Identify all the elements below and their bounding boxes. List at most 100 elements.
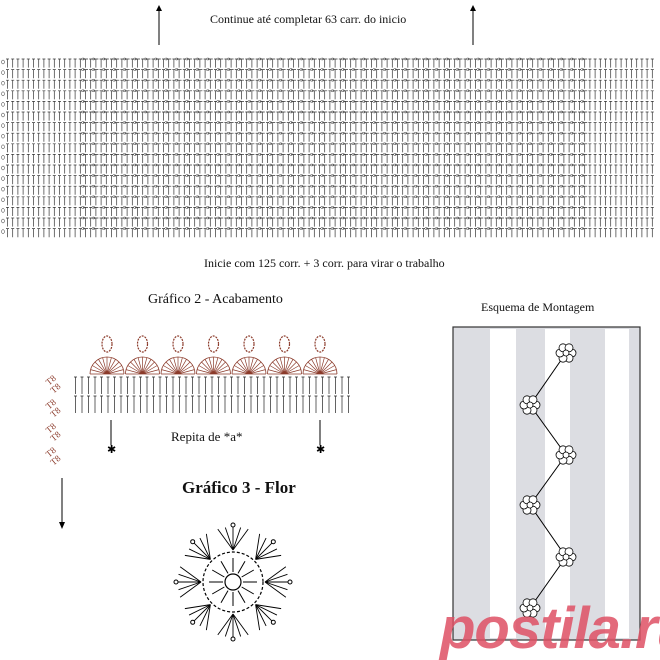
chain-stitch (320, 78, 325, 82)
chain-stitch (133, 142, 137, 146)
chain-stitch (185, 121, 189, 124)
chain-stitch (424, 121, 429, 124)
chain-stitch (91, 68, 96, 71)
chain-stitch (330, 184, 335, 188)
chain-stitch (507, 216, 512, 220)
stitch-row (6, 164, 654, 174)
chain-stitch (257, 68, 262, 71)
chain-stitch (309, 153, 314, 156)
chain-stitch (434, 100, 439, 103)
chain-stitch (122, 227, 127, 230)
chain-stitch (424, 110, 429, 114)
chain-stitch (330, 195, 335, 199)
chain-stitch (195, 57, 200, 61)
chain-stitch (112, 206, 117, 209)
chain-stitch (268, 89, 273, 93)
chain-stitch (164, 174, 169, 177)
chain-stitch (445, 227, 449, 230)
chain-stitch (403, 216, 408, 220)
chain-stitch (247, 121, 252, 124)
chain-stitch (81, 163, 85, 167)
chain-stitch (309, 142, 314, 146)
chain-stitch (153, 78, 158, 82)
chain-stitch (465, 110, 470, 114)
chain-stitch (393, 227, 397, 230)
stitch-row (6, 196, 654, 206)
chain-stitch (382, 110, 387, 114)
chain-stitch (528, 195, 533, 199)
chain-stitch (174, 195, 179, 199)
chain-stitch (497, 142, 501, 146)
chain-stitch (185, 89, 189, 93)
chain-stitch (122, 216, 127, 220)
chain-stitch (507, 153, 512, 156)
chain-stitch (299, 216, 304, 220)
chain-stitch (299, 174, 304, 177)
chain-stitch (569, 184, 574, 188)
chain-stitch (569, 174, 574, 177)
chain-stitch (580, 227, 585, 230)
shell-edge (231, 356, 267, 375)
chain-stitch (476, 153, 481, 156)
chain-stitch (393, 216, 397, 220)
chain-stitch (81, 78, 85, 82)
chain-stitch (226, 57, 231, 61)
chain-stitch (424, 184, 429, 188)
watermark-logo: postila.ru (440, 596, 660, 660)
chain-stitch (81, 131, 85, 135)
chain-stitch (226, 227, 231, 230)
petal-stitch (188, 604, 211, 616)
chain-stitch (278, 195, 283, 199)
chain-stitch (434, 57, 439, 61)
chain-stitch (424, 216, 429, 220)
stitch-row (6, 58, 654, 68)
chain-stitch (424, 78, 429, 82)
start-note: Inicie com 125 corr. + 3 corr. para vira… (204, 256, 445, 270)
chain-stitch (237, 121, 241, 124)
chain-stitch (257, 142, 262, 146)
chain-stitch (320, 142, 325, 146)
chain-stitch (185, 57, 189, 61)
chain-stitch (278, 57, 283, 61)
chain-stitch (153, 174, 158, 177)
chain-stitch (455, 131, 460, 135)
chain-stitch (320, 131, 325, 135)
chain-stitch (237, 100, 241, 103)
shell-edge (267, 356, 302, 375)
shell-edge (125, 356, 160, 375)
chain-stitch (486, 216, 491, 220)
chain-stitch (330, 131, 335, 135)
chain-stitch (174, 142, 179, 146)
chain-stitch (382, 131, 387, 135)
chain-stitch (393, 206, 397, 209)
chain-stitch (237, 206, 241, 209)
chain-stitch (538, 131, 543, 135)
chain-stitch (278, 68, 283, 71)
chain-stitch (538, 68, 543, 71)
chain-stitch (320, 89, 325, 93)
chain-stitch (434, 216, 439, 220)
chain-stitch (226, 163, 231, 167)
chain-stitch (257, 110, 262, 114)
chain-stitch (185, 153, 189, 156)
chain-stitch (205, 142, 210, 146)
chain-stitch (434, 131, 439, 135)
chain-stitch (101, 216, 106, 220)
chain-stitch (476, 131, 481, 135)
turning-chain (1, 123, 5, 128)
chain-stitch (226, 184, 231, 188)
chain-stitch (476, 216, 481, 220)
chain-stitch (81, 89, 85, 93)
chain-stitch (569, 110, 574, 114)
chain-stitch (330, 163, 335, 167)
chain-stitch (101, 131, 106, 135)
chain-stitch (549, 57, 553, 61)
chain-stitch (226, 131, 231, 135)
petal-stitch (199, 537, 211, 560)
chain-stitch (216, 163, 221, 167)
chain-stitch (351, 57, 356, 61)
chain-stitch (507, 195, 512, 199)
petal-stitch (224, 613, 234, 637)
chain-stitch (205, 68, 210, 71)
